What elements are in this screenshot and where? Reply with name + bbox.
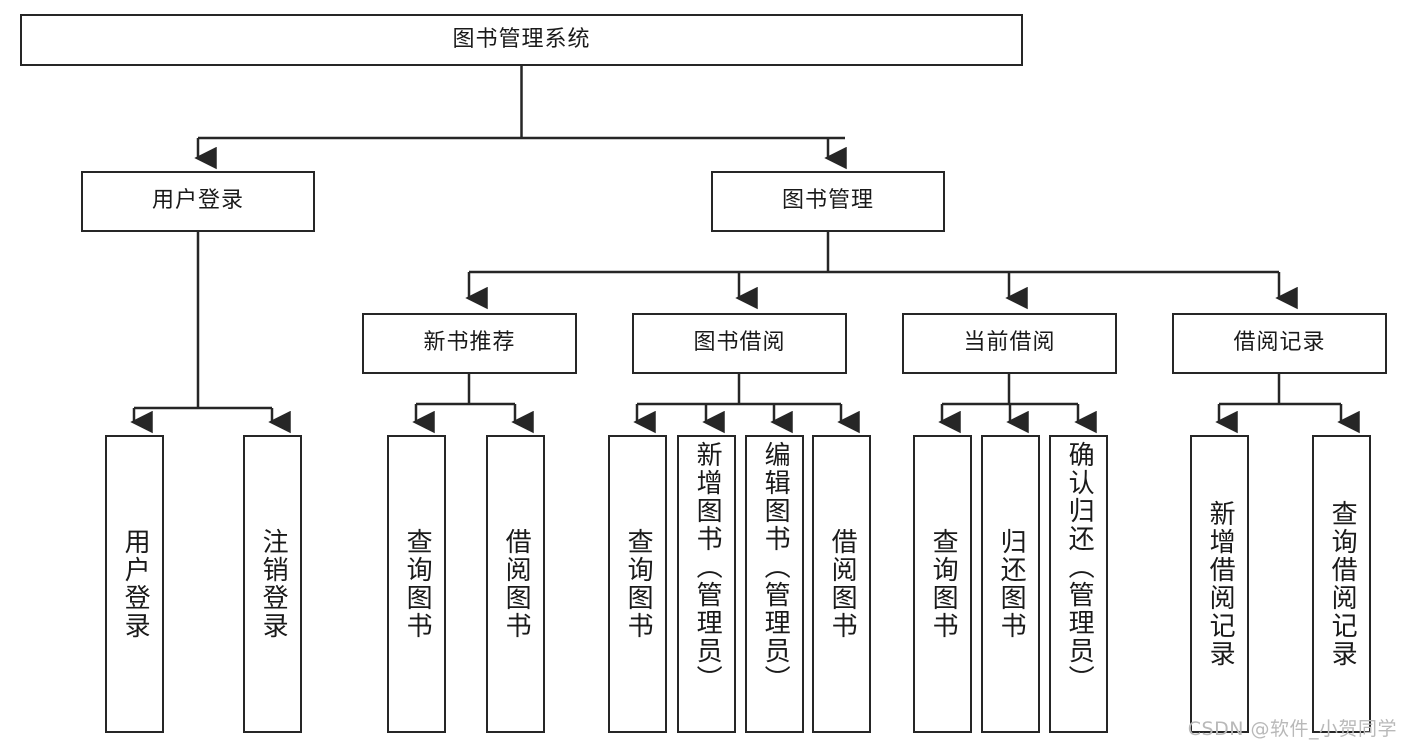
leaf-logout[interactable]: 注销登录: [243, 435, 302, 733]
leaf-borrow-books[interactable]: 借阅图书: [812, 435, 871, 733]
leaf-query-books-current-label: 查询图书: [928, 528, 959, 640]
leaf-logout-label: 注销登录: [258, 528, 289, 640]
node-current-borrow-label: 当前借阅: [963, 330, 1056, 356]
node-root-label: 图书管理系统: [452, 26, 591, 52]
node-book-management[interactable]: 图书管理: [711, 171, 945, 232]
leaf-return-books[interactable]: 归还图书: [981, 435, 1040, 733]
leaf-confirm-return-admin-label: 确认归还（管理员）: [1064, 441, 1095, 693]
leaf-query-books-borrow[interactable]: 查询图书: [608, 435, 667, 733]
leaf-return-books-label: 归还图书: [996, 528, 1027, 640]
node-current-borrow[interactable]: 当前借阅: [902, 313, 1117, 374]
node-new-book-recommendation-label: 新书推荐: [423, 330, 516, 356]
leaf-add-borrow-record[interactable]: 新增借阅记录: [1190, 435, 1249, 733]
leaf-add-book-admin-label: 新增图书（管理员）: [692, 441, 723, 693]
csdn-watermark: CSDN @软件_小贺同学: [1187, 718, 1397, 740]
node-user-login-label: 用户登录: [151, 188, 244, 214]
leaf-query-books-borrow-label: 查询图书: [623, 528, 654, 640]
leaf-user-login[interactable]: 用户登录: [105, 435, 164, 733]
node-new-book-recommendation[interactable]: 新书推荐: [362, 313, 577, 374]
leaf-query-books-current[interactable]: 查询图书: [913, 435, 972, 733]
leaf-confirm-return-admin[interactable]: 确认归还（管理员）: [1049, 435, 1108, 733]
leaf-query-books-recommend-label: 查询图书: [402, 528, 433, 640]
leaf-edit-book-admin-label: 编辑图书（管理员）: [760, 441, 791, 693]
node-borrow-records-label: 借阅记录: [1233, 330, 1326, 356]
node-book-borrow-label: 图书借阅: [693, 330, 786, 356]
leaf-borrow-books-label: 借阅图书: [827, 528, 858, 640]
node-book-management-label: 图书管理: [781, 188, 874, 214]
leaf-query-borrow-record[interactable]: 查询借阅记录: [1312, 435, 1371, 733]
leaf-borrow-books-recommend-label: 借阅图书: [501, 528, 532, 640]
leaf-user-login-label: 用户登录: [120, 528, 151, 640]
node-user-login[interactable]: 用户登录: [81, 171, 315, 232]
leaf-add-book-admin[interactable]: 新增图书（管理员）: [677, 435, 736, 733]
node-root[interactable]: 图书管理系统: [20, 14, 1023, 66]
leaf-edit-book-admin[interactable]: 编辑图书（管理员）: [745, 435, 804, 733]
leaf-query-borrow-record-label: 查询借阅记录: [1327, 500, 1358, 668]
node-book-borrow[interactable]: 图书借阅: [632, 313, 847, 374]
leaf-borrow-books-recommend[interactable]: 借阅图书: [486, 435, 545, 733]
leaf-query-books-recommend[interactable]: 查询图书: [387, 435, 446, 733]
node-borrow-records[interactable]: 借阅记录: [1172, 313, 1387, 374]
leaf-add-borrow-record-label: 新增借阅记录: [1205, 500, 1236, 668]
